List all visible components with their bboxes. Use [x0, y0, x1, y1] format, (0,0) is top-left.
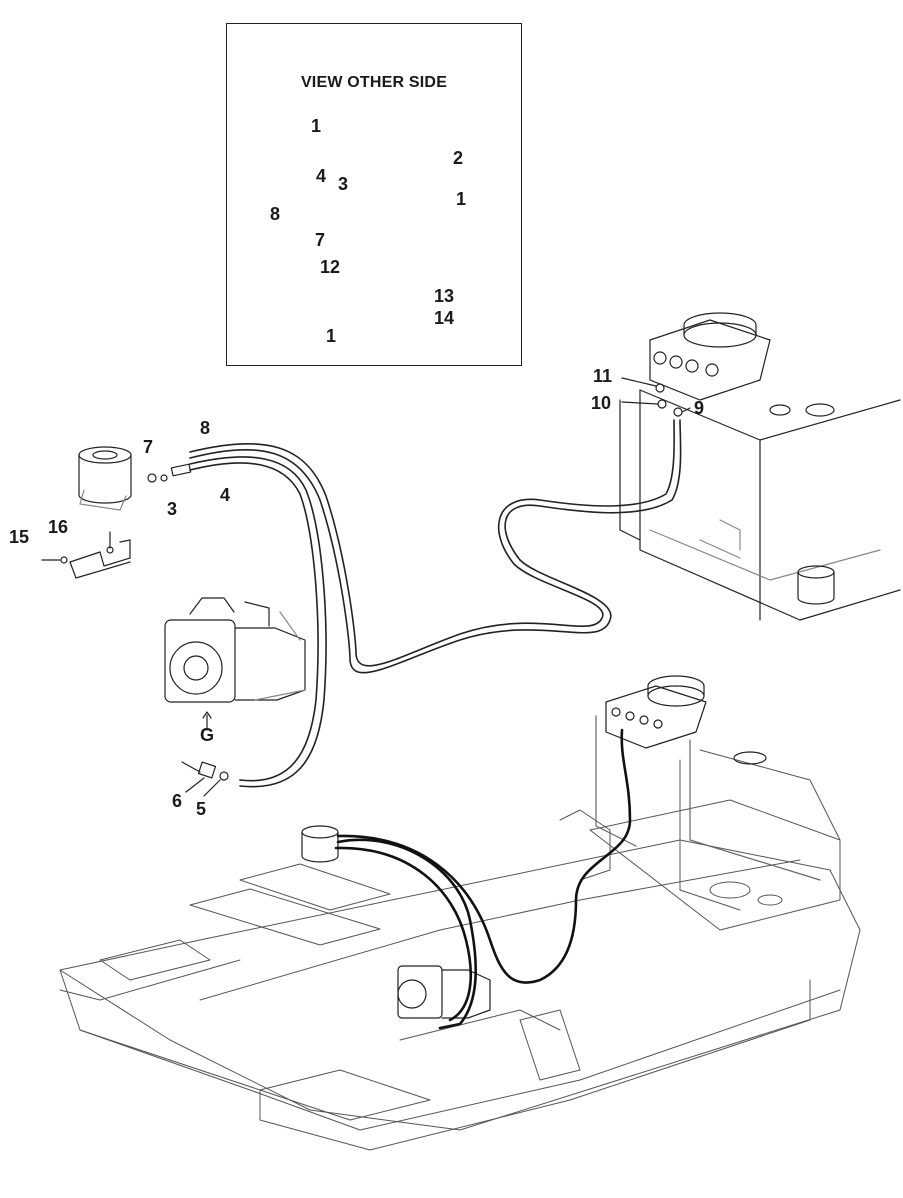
- callout-10: 10: [591, 393, 612, 413]
- hoses: [189, 419, 682, 788]
- hydraulic-tank-lower: [595, 675, 821, 881]
- callout-5: 5: [196, 799, 207, 819]
- callout-1-bracket: 1: [326, 326, 337, 346]
- callout-G: G: [200, 725, 215, 745]
- hydraulic-pump: [164, 597, 306, 797]
- callout-4: 4: [220, 485, 231, 505]
- callout-3-inset: 3: [338, 174, 349, 194]
- installed-hoses: [334, 728, 632, 1030]
- inset-title: VIEW OTHER SIDE: [300, 74, 448, 91]
- callout-14: 14: [434, 308, 455, 328]
- callout-9: 9: [694, 398, 705, 418]
- callout-7-inset: 7: [315, 230, 326, 250]
- callout-11: 11: [593, 366, 613, 386]
- callout-3: 3: [167, 499, 178, 519]
- callout-1-body: 1: [456, 189, 467, 209]
- callout-6: 6: [172, 791, 183, 811]
- callout-1-cap: 1: [311, 116, 322, 136]
- callout-16: 16: [48, 517, 69, 537]
- callout-7: 7: [143, 437, 154, 457]
- callout-8-inset: 8: [270, 204, 281, 224]
- callout-8: 8: [200, 418, 211, 438]
- callout-12: 12: [320, 257, 341, 277]
- installed-reservoir: [301, 825, 339, 863]
- callout-13: 13: [434, 286, 455, 306]
- reservoir-exploded: [41, 446, 192, 579]
- callout-2: 2: [453, 148, 464, 168]
- hydraulic-tank-upper: [619, 312, 901, 621]
- callout-15: 15: [9, 527, 30, 547]
- callout-4-inset: 4: [316, 166, 327, 186]
- inset-panel: VIEW OTHER SIDE: [226, 23, 522, 366]
